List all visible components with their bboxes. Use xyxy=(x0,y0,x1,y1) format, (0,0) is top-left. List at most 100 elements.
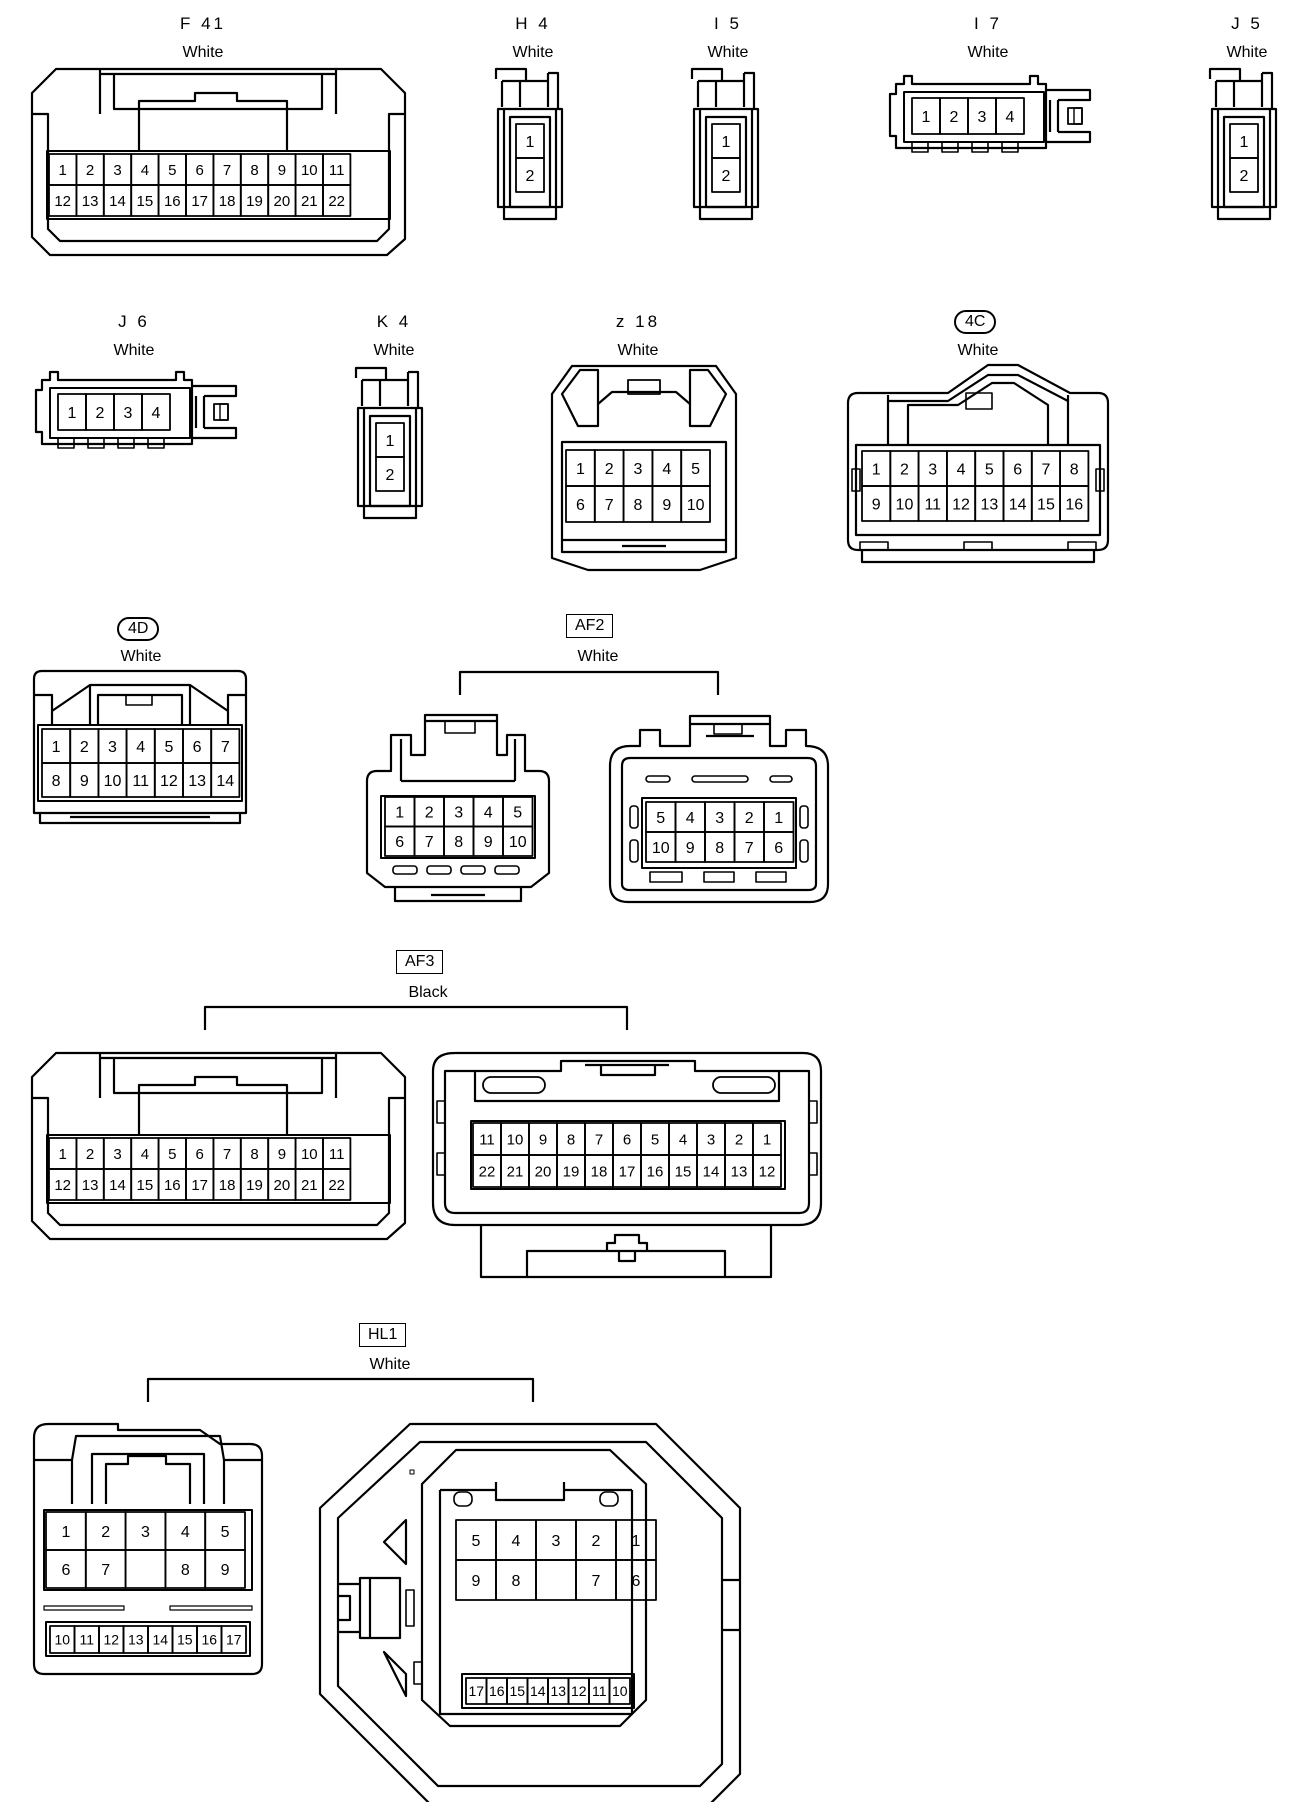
pin-hl1c-4: 4 xyxy=(512,1533,521,1550)
pin-af3a-13: 13 xyxy=(82,1177,99,1194)
pin-j6-3: 3 xyxy=(124,405,133,422)
pin-4c-8: 8 xyxy=(1070,461,1079,478)
pin-af3a-14: 14 xyxy=(109,1177,126,1194)
pin-4d-8: 8 xyxy=(52,773,61,790)
connector-color-af2: White xyxy=(577,648,619,665)
pin-af3a-8: 8 xyxy=(250,1146,258,1163)
pin-4c-7: 7 xyxy=(1041,461,1050,478)
pin-f41-20: 20 xyxy=(274,193,291,210)
pin-4c-10: 10 xyxy=(896,496,914,513)
pin-i7-3: 3 xyxy=(978,109,987,126)
connector-color-j6: White xyxy=(113,342,155,359)
connector-code-f41: F 41 xyxy=(179,14,227,33)
pin-f41-13: 13 xyxy=(82,193,99,210)
pin-af3a-2: 2 xyxy=(86,1146,94,1163)
pin-4c-16: 16 xyxy=(1065,496,1083,513)
pin-af3b-4: 4 xyxy=(679,1131,687,1148)
pin-hl1d-17: 17 xyxy=(468,1683,484,1699)
pin-af3a-1: 1 xyxy=(59,1146,67,1163)
pin-z18-10: 10 xyxy=(687,497,705,514)
connector-color-4d: White xyxy=(120,648,162,665)
pin-af3a-10: 10 xyxy=(301,1146,318,1163)
pin-4d-7: 7 xyxy=(221,739,230,756)
connector-color-4c: White xyxy=(957,342,999,359)
pin-4c-11: 11 xyxy=(924,496,941,513)
pin-af3b-16: 16 xyxy=(647,1163,664,1180)
connector-color-f41: White xyxy=(182,44,224,61)
pin-hl1b-14: 14 xyxy=(152,1632,168,1648)
pin-hl1d-13: 13 xyxy=(550,1683,566,1699)
connector-code-4d: 4D xyxy=(117,617,160,641)
pin-f41-22: 22 xyxy=(328,193,345,210)
connector-i7: 1 2 3 4 xyxy=(888,74,1092,153)
pin-f41-15: 15 xyxy=(137,193,154,210)
pin-h4-1: 1 xyxy=(526,134,535,151)
pin-af2a-1: 1 xyxy=(395,805,404,822)
pin-j5-2: 2 xyxy=(1240,168,1249,185)
connector-color-hl1: White xyxy=(369,1356,411,1373)
connector-i5: 12 xyxy=(690,67,760,221)
pin-z18-5: 5 xyxy=(691,461,700,478)
pin-hl1d-10: 10 xyxy=(612,1683,628,1699)
pin-i7-4: 4 xyxy=(1006,109,1015,126)
pin-f41-4: 4 xyxy=(141,162,149,179)
pin-af2a-6: 6 xyxy=(395,834,404,851)
pin-i7-1: 1 xyxy=(922,109,931,126)
pin-4d-11: 11 xyxy=(132,773,149,790)
connector-color-af3: Black xyxy=(408,984,448,1001)
pin-af3b-13: 13 xyxy=(731,1163,748,1180)
pin-k4-2: 2 xyxy=(386,467,395,484)
pin-af2a-5: 5 xyxy=(513,805,522,822)
pin-hl1c-8: 8 xyxy=(512,1573,521,1590)
pin-4d-3: 3 xyxy=(108,739,117,756)
pin-hl1b-11: 11 xyxy=(79,1632,94,1648)
connector-code-h4: H 4 xyxy=(515,14,551,33)
pin-hl1c-7: 7 xyxy=(592,1573,601,1590)
pin-4c-5: 5 xyxy=(985,461,994,478)
pin-z18-1: 1 xyxy=(576,461,585,478)
connector-color-i7: White xyxy=(967,44,1009,61)
pin-af3a-22: 22 xyxy=(328,1177,345,1194)
pin-i7-2: 2 xyxy=(950,109,959,126)
pin-z18-9: 9 xyxy=(662,497,671,514)
pin-af3b-11: 11 xyxy=(479,1131,495,1148)
pin-af3b-17: 17 xyxy=(619,1163,636,1180)
pin-af2b-7: 7 xyxy=(745,840,754,857)
pin-hl1a-9: 9 xyxy=(221,1562,230,1579)
connector-color-i5: White xyxy=(707,44,749,61)
pin-f41-11: 11 xyxy=(329,162,345,179)
pin-hl1a-2: 2 xyxy=(101,1524,110,1541)
pin-hl1c-5: 5 xyxy=(472,1533,481,1550)
pin-af3b-8: 8 xyxy=(567,1131,575,1148)
pin-af3a-6: 6 xyxy=(196,1146,204,1163)
pin-af2b-6: 6 xyxy=(774,840,783,857)
pin-4d-10: 10 xyxy=(104,773,122,790)
pin-f41-2: 2 xyxy=(86,162,94,179)
connector-code-j5: J 5 xyxy=(1231,14,1263,33)
pin-4c-15: 15 xyxy=(1037,496,1055,513)
pin-af3a-9: 9 xyxy=(278,1146,286,1163)
pin-f41-18: 18 xyxy=(219,193,236,210)
pin-hl1b-17: 17 xyxy=(226,1632,242,1648)
pin-af3a-21: 21 xyxy=(301,1177,318,1194)
pin-4c-6: 6 xyxy=(1013,461,1022,478)
pin-hl1c-6: 6 xyxy=(632,1573,641,1590)
pin-k4-1: 1 xyxy=(386,433,395,450)
pin-f41-19: 19 xyxy=(246,193,263,210)
pin-f41-6: 6 xyxy=(196,162,204,179)
pin-hl1b-16: 16 xyxy=(201,1632,217,1648)
connector-code-4c: 4C xyxy=(954,310,997,334)
pin-hl1c-1: 1 xyxy=(632,1533,641,1550)
pin-af2b-9: 9 xyxy=(686,840,695,857)
pin-4c-1: 1 xyxy=(872,461,881,478)
pin-af2b-8: 8 xyxy=(715,840,724,857)
pin-af3b-7: 7 xyxy=(595,1131,603,1148)
pin-af2b-3: 3 xyxy=(715,810,724,827)
pin-af3b-18: 18 xyxy=(591,1163,608,1180)
